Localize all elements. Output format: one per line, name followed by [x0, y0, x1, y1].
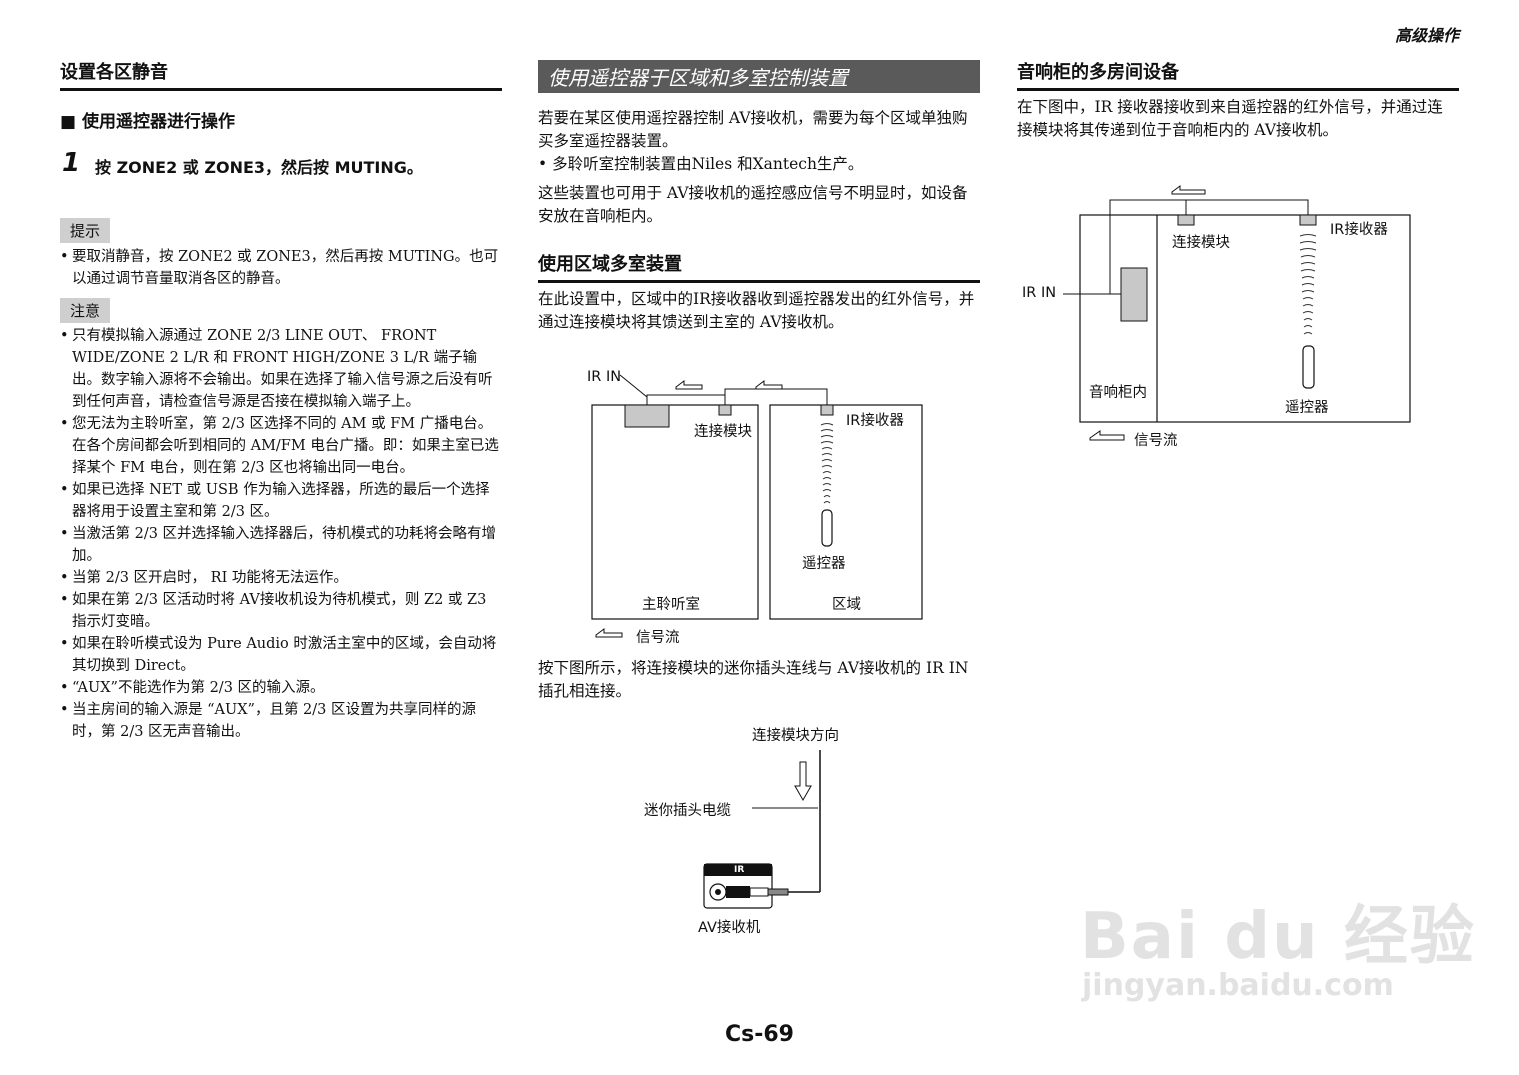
zone-device-paragraph: 在此设置中，区域中的IR接收器收到遥控器发出的红外信号，并通过连接模块将其馈送到… [538, 290, 975, 331]
cabinet-ir-receiver-label: IR接收器 [1330, 222, 1388, 238]
ir-in-label: IR IN [587, 369, 622, 385]
cabinet-remote-label: 遥控器 [1285, 400, 1329, 416]
page-number: Cs-69 [725, 1022, 794, 1047]
section-banner-multiroom: 使用遥控器于区域和多室控制装置 [538, 60, 980, 93]
baidu-watermark-url: jingyan.baidu.com [1082, 968, 1394, 1003]
zone-label: 区域 [832, 597, 861, 613]
note-label: 注意 [60, 298, 111, 323]
note-item: 如果已选择 NET 或 USB 作为输入选择器，所选的最后一个选择器将用于设置主… [60, 479, 502, 523]
signal-flow-label: 信号流 [636, 630, 680, 646]
cabinet-diagram-graphic [1063, 185, 1411, 441]
baidu-watermark-logo: Bai du 经验 [1080, 900, 1476, 974]
cabinet-ir-in-label: IR IN [1022, 285, 1057, 301]
section-title-cabinet: 音响柜的多房间设备 [1017, 58, 1459, 91]
connection-diagram-graphic [703, 750, 821, 909]
subsection-remote-operation: ■ 使用遥控器进行操作 [60, 112, 235, 132]
module-direction-label: 连接模块方向 [752, 728, 839, 744]
intro-paragraph: 若要在某区使用遥控器控制 AV接收机，需要为每个区域单独购买多室遥控器装置。 [538, 109, 968, 150]
cabinet-paragraph: 在下图中，IR 接收器接收到来自遥控器的红外信号，并通过连接模块将其传递到位于音… [1017, 98, 1443, 139]
cabinet-diagram: 连接模块 IR接收器 IR IN 音响柜内 遥控器 信号流 [1020, 180, 1420, 455]
intro-bullet: • 多聆听室控制装置由Niles 和Xantech生产。 [538, 155, 864, 173]
connection-diagram: 连接模块方向 迷你插头电缆 IR AV接收机 [640, 720, 870, 940]
step-text: 按 ZONE2 或 ZONE3，然后按 MUTING。 [95, 158, 423, 177]
note-item: “AUX”不能选作为第 2/3 区的输入源。 [60, 677, 502, 699]
ir-jack-label: IR [734, 865, 745, 875]
intro-paragraph-2: 这些装置也可用于 AV接收机的遥控感应信号不明显时，如设备安放在音响柜内。 [538, 184, 968, 225]
note-item: 当第 2/3 区开启时， RI 功能将无法运作。 [60, 567, 502, 589]
tip-label: 提示 [60, 218, 111, 243]
step-number: 1 [62, 148, 81, 178]
cabinet-signal-flow-label: 信号流 [1134, 433, 1178, 449]
note-item: 如果在第 2/3 区活动时将 AV接收机设为待机模式，则 Z2 或 Z3 指示灯… [60, 589, 502, 633]
section-title-zone-muting: 设置各区静音 [60, 58, 502, 91]
intro-bullet-text: 多聆听室控制装置由Niles 和Xantech生产。 [552, 155, 864, 173]
cabinet-interior-label: 音响柜内 [1089, 385, 1147, 401]
note-item: 只有模拟输入源通过 ZONE 2/3 LINE OUT、 FRONT WIDE/… [60, 325, 502, 413]
connecting-module-label: 连接模块 [694, 424, 752, 440]
zone-diagram: IR IN 连接模块 IR接收器 遥控器 主聆听室 区域 信号流 [580, 365, 940, 655]
tip-item: 要取消静音，按 ZONE2 或 ZONE3，然后再按 MUTING。也可以通过调… [60, 246, 502, 290]
note-item: 如果在聆听模式设为 Pure Audio 时激活主室中的区域，会自动将其切换到 … [60, 633, 502, 677]
remote-label: 遥控器 [802, 556, 846, 572]
ir-receiver-label: IR接收器 [846, 413, 904, 429]
av-receiver-label: AV接收机 [698, 920, 761, 936]
main-room-label: 主聆听室 [642, 597, 700, 613]
note-item: 您无法为主聆听室，第 2/3 区选择不同的 AM 或 FM 广播电台。在各个房间… [60, 413, 502, 479]
note-item: 当主房间的输入源是 “AUX”，且第 2/3 区设置为共享同样的源时，第 2/3… [60, 699, 502, 743]
mini-plug-cable-label: 迷你插头电缆 [644, 803, 731, 819]
note-item: 当激活第 2/3 区并选择输入选择器后，待机模式的功耗将会略有增加。 [60, 523, 502, 567]
connection-paragraph: 按下图所示，将连接模块的迷你插头连线与 AV接收机的 IR IN 插孔相连接。 [538, 659, 969, 700]
cabinet-module-label: 连接模块 [1172, 235, 1230, 251]
zone-diagram-graphic [591, 374, 923, 638]
section-header-tag: 高级操作 [1394, 26, 1459, 45]
tip-list: 要取消静音，按 ZONE2 或 ZONE3，然后再按 MUTING。也可以通过调… [60, 246, 502, 290]
section-title-zone-device: 使用区域多室装置 [538, 250, 980, 283]
note-list: 只有模拟输入源通过 ZONE 2/3 LINE OUT、 FRONT WIDE/… [60, 325, 502, 743]
